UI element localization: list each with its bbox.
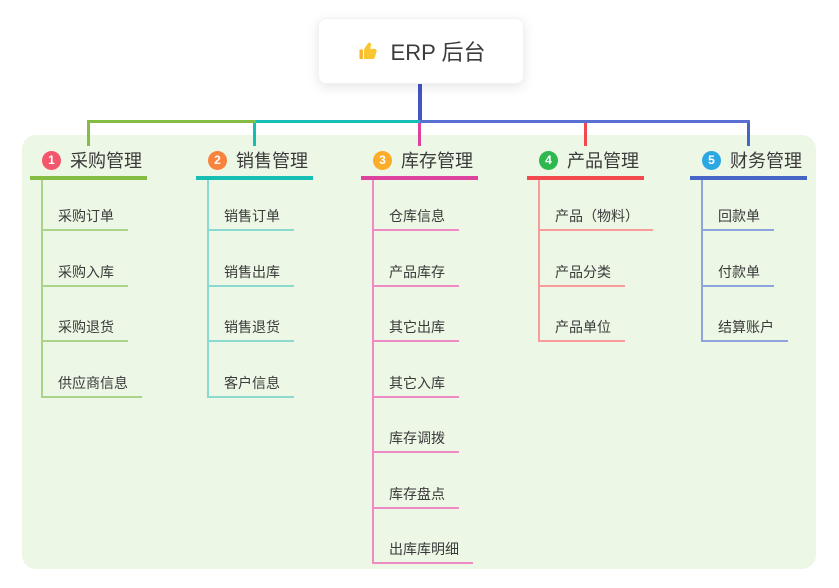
child-node[interactable]: 其它出库 — [372, 319, 459, 342]
child-node-label: 产品（物料） — [538, 208, 653, 231]
branch-underline — [527, 176, 644, 180]
branch-node-4[interactable]: 4 产品管理 — [539, 147, 639, 173]
child-node-label: 其它出库 — [372, 319, 459, 342]
branch-drop-2 — [253, 123, 256, 146]
root-node[interactable]: ERP 后台 — [318, 18, 524, 84]
branch-number-badge: 1 — [42, 150, 61, 170]
branch-underline — [361, 176, 478, 180]
child-node[interactable]: 回款单 — [701, 208, 774, 231]
child-node-label: 产品分类 — [538, 264, 625, 287]
children-connector-line — [41, 180, 43, 398]
branch-label: 销售管理 — [236, 151, 308, 171]
children-connector-line — [207, 180, 209, 398]
branches-panel — [22, 135, 816, 569]
branch-drop-3 — [418, 123, 421, 146]
child-node-label: 回款单 — [701, 208, 774, 231]
branch-node-5[interactable]: 5 财务管理 — [702, 147, 802, 173]
child-node[interactable]: 产品（物料） — [538, 208, 653, 231]
child-node[interactable]: 库存盘点 — [372, 486, 459, 509]
child-node[interactable]: 供应商信息 — [41, 375, 142, 398]
bus-segment-1 — [87, 120, 256, 123]
branch-drop-1 — [87, 123, 90, 146]
child-node-label: 仓库信息 — [372, 208, 459, 231]
children-connector-line — [701, 180, 703, 342]
child-node[interactable]: 采购退货 — [41, 319, 128, 342]
child-node[interactable]: 结算账户 — [701, 319, 788, 342]
branch-label: 财务管理 — [730, 151, 802, 171]
root-connector — [417, 82, 422, 121]
child-node-label: 供应商信息 — [41, 375, 142, 398]
child-node[interactable]: 仓库信息 — [372, 208, 459, 231]
child-node[interactable]: 产品分类 — [538, 264, 625, 287]
branch-label: 产品管理 — [567, 151, 639, 171]
branch-label: 采购管理 — [70, 151, 142, 171]
bus-segment-2 — [256, 120, 421, 123]
child-node[interactable]: 客户信息 — [207, 375, 294, 398]
branch-underline — [196, 176, 313, 180]
child-node[interactable]: 其它入库 — [372, 375, 459, 398]
child-node-label: 产品单位 — [538, 319, 625, 342]
children-connector-line — [538, 180, 540, 342]
branch-underline — [690, 176, 807, 180]
branch-node-2[interactable]: 2 销售管理 — [208, 147, 308, 173]
branch-drop-4 — [584, 123, 587, 146]
child-node-label: 采购订单 — [41, 208, 128, 231]
bus-segment-3 — [419, 120, 750, 123]
branch-drop-5 — [747, 123, 750, 146]
child-node[interactable]: 产品库存 — [372, 264, 459, 287]
branch-number-badge: 3 — [373, 150, 392, 170]
child-node[interactable]: 出库库明细 — [372, 541, 473, 564]
thumbs-up-icon — [357, 39, 381, 63]
child-node-label: 出库库明细 — [372, 541, 473, 564]
root-label: ERP 后台 — [390, 40, 486, 65]
branch-node-1[interactable]: 1 采购管理 — [42, 147, 142, 173]
branch-number-badge: 5 — [702, 150, 721, 170]
child-node-label: 销售订单 — [207, 208, 294, 231]
branch-label: 库存管理 — [401, 151, 473, 171]
child-node[interactable]: 付款单 — [701, 264, 774, 287]
branch-number-badge: 4 — [539, 150, 558, 170]
child-node-label: 结算账户 — [701, 319, 788, 342]
child-node-label: 其它入库 — [372, 375, 459, 398]
child-node-label: 付款单 — [701, 264, 774, 287]
branch-node-3[interactable]: 3 库存管理 — [373, 147, 473, 173]
child-node[interactable]: 销售退货 — [207, 319, 294, 342]
child-node-label: 库存盘点 — [372, 486, 459, 509]
child-node[interactable]: 采购订单 — [41, 208, 128, 231]
branch-underline — [30, 176, 147, 180]
child-node[interactable]: 采购入库 — [41, 264, 128, 287]
child-node[interactable]: 产品单位 — [538, 319, 625, 342]
child-node-label: 产品库存 — [372, 264, 459, 287]
branch-number-badge: 2 — [208, 150, 227, 170]
child-node-label: 客户信息 — [207, 375, 294, 398]
child-node-label: 采购入库 — [41, 264, 128, 287]
child-node-label: 销售退货 — [207, 319, 294, 342]
child-node-label: 库存调拨 — [372, 430, 459, 453]
children-connector-line — [372, 180, 374, 564]
child-node-label: 采购退货 — [41, 319, 128, 342]
child-node[interactable]: 销售出库 — [207, 264, 294, 287]
child-node[interactable]: 库存调拨 — [372, 430, 459, 453]
child-node-label: 销售出库 — [207, 264, 294, 287]
child-node[interactable]: 销售订单 — [207, 208, 294, 231]
